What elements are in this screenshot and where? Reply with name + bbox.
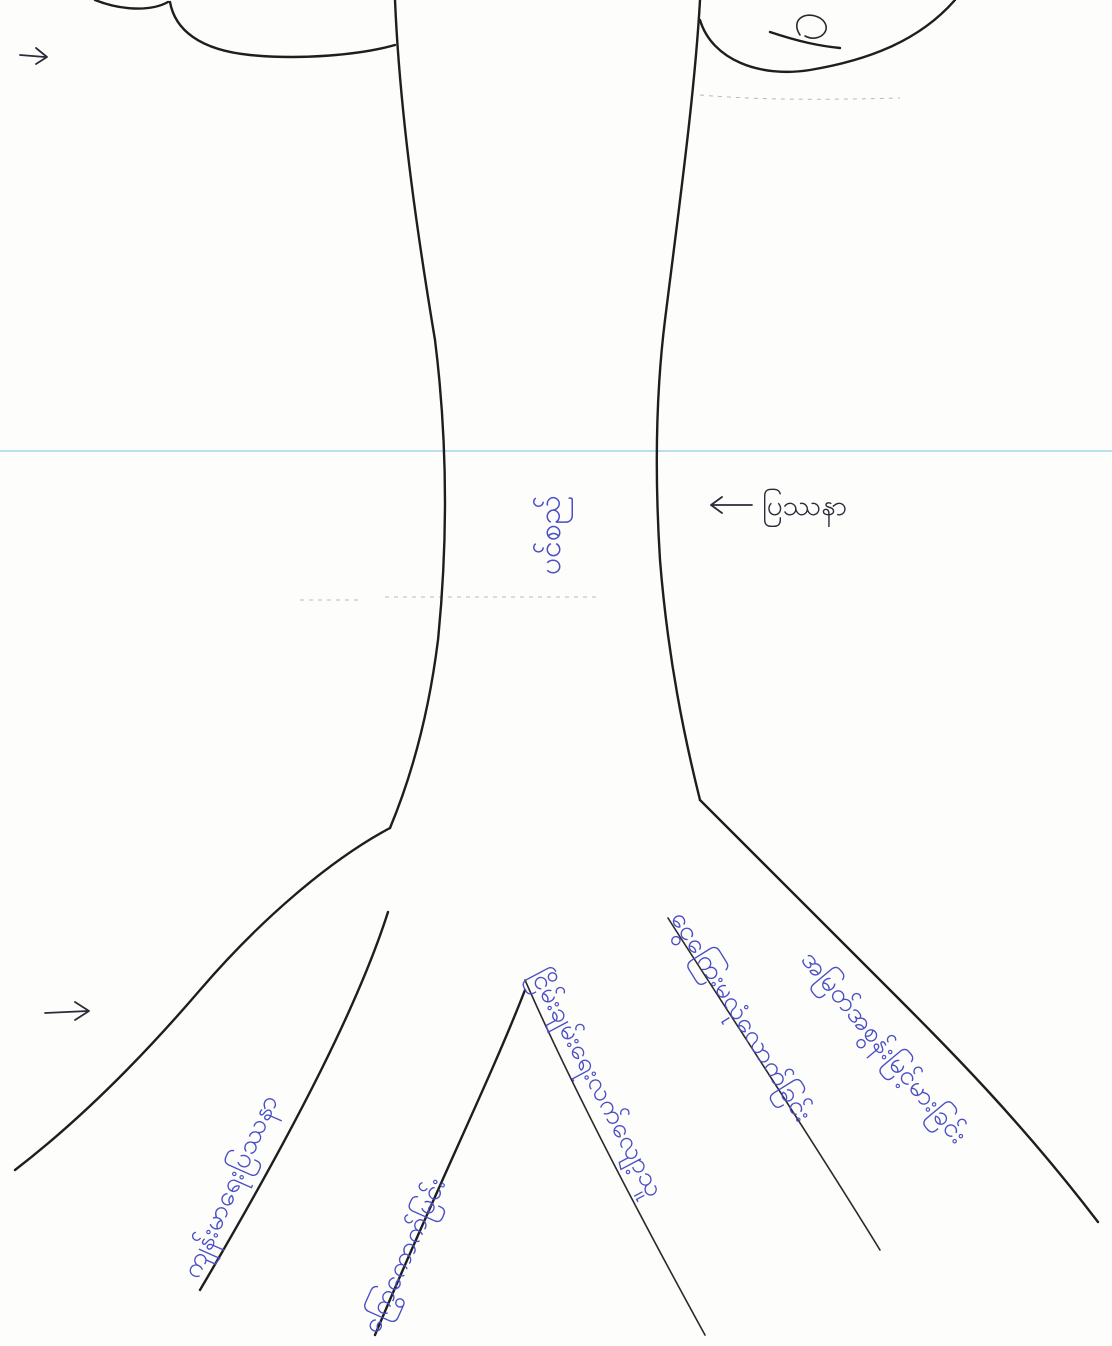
canopy-outline-left-lower	[168, 0, 397, 59]
trunk-label: ပင်စည်	[533, 495, 574, 575]
root-label-3: ငြိမ်းချမ်းရေးလက်လျော့သူ	[519, 963, 672, 1205]
trunk-left-outline	[388, 0, 447, 830]
left-edge-arrow-top	[19, 47, 48, 65]
root-outer-right	[698, 798, 1100, 1224]
left-edge-arrow-bottom	[44, 1001, 90, 1021]
canopy-loop	[796, 14, 827, 39]
canopy-branch-right	[768, 30, 842, 50]
trunk-right-outline	[655, 0, 702, 802]
canopy-outline-right	[698, 0, 957, 74]
root-label-4: ငွေကြေးမလုံလောက်ခြင်း	[660, 904, 821, 1130]
root-label-2: ကြွေကောက်မြင်း	[354, 1172, 456, 1340]
canopy-outline-left	[93, 0, 170, 10]
trunk-pointer-label: ပြဿနာ	[762, 487, 847, 528]
root-line-1	[198, 910, 390, 1292]
canopy-faint-line	[699, 94, 901, 100]
root-line-2	[373, 988, 527, 1337]
root-outer-left	[13, 826, 392, 1172]
trunk-pointer-arrow	[710, 496, 753, 514]
root-line-3	[524, 979, 706, 1336]
root-line-4	[667, 917, 881, 1251]
root-label-1: ကျန်းမာရေးပြဿနာ	[174, 1089, 289, 1285]
